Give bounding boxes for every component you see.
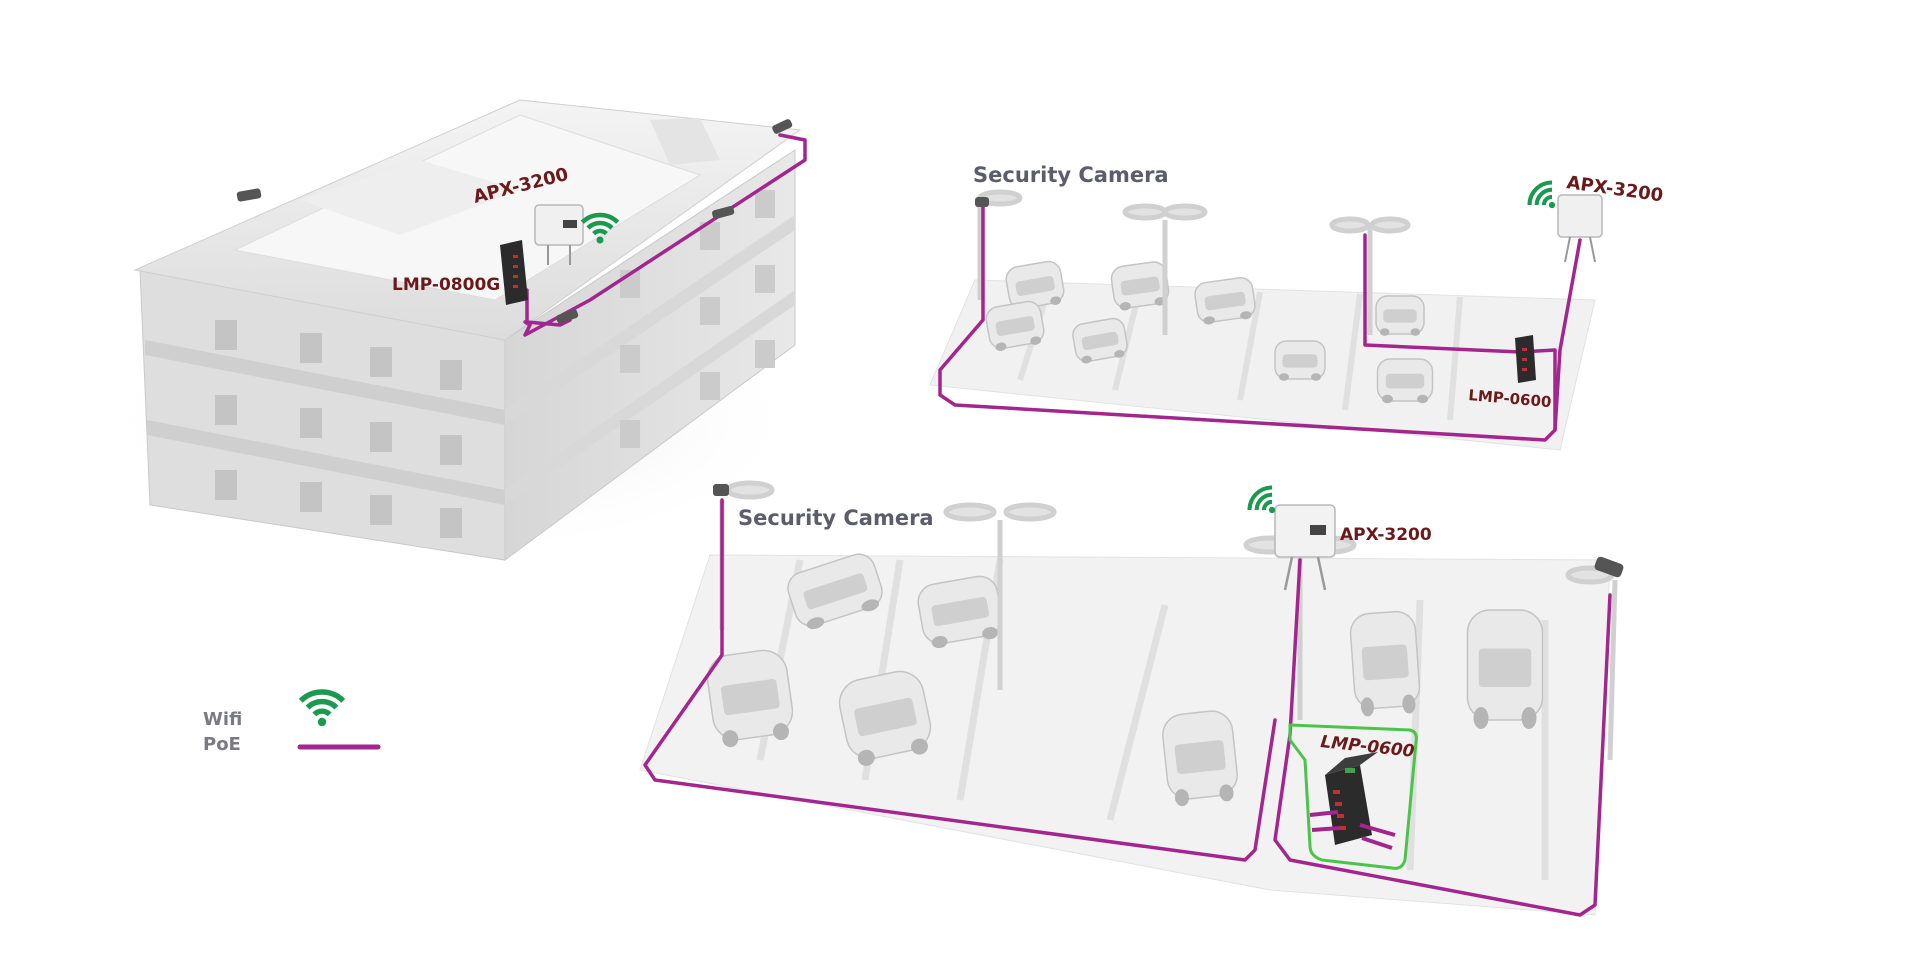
poe-cable-building-drop [525,288,572,327]
car-icon [1274,340,1326,381]
wifi-icon [298,689,346,727]
car-icon [1376,358,1434,404]
building [90,99,810,561]
legend: Wifi PoE [203,709,381,755]
car-icon [1466,609,1544,729]
poe-cable-top-lot-2 [1363,233,1522,354]
poe-cable-top-lot-ap [1553,238,1582,432]
poe-cable-bottom-left [643,498,1277,862]
legend-wifi-label: Wifi [203,709,242,730]
car-icon [1349,610,1421,717]
wifi-icon [580,212,620,244]
bottom-lot-camera-label: Security Camera [738,506,934,530]
wifi-icon [1247,485,1276,514]
poe-cable-building [523,133,807,337]
car-icon [1162,710,1238,807]
car-icon [787,553,883,630]
wifi-icon [1527,180,1556,209]
car-icon [1005,260,1065,312]
top-lot-camera-label: Security Camera [973,163,1169,187]
car-icon [1072,317,1128,364]
legend-poe-label: PoE [203,734,241,755]
building-switch-label: LMP-0800G [392,275,500,295]
poe-cable-top-lot [938,203,1557,442]
car-icon [838,670,932,766]
car-icon [917,575,1003,649]
car-icon [706,649,794,748]
car-icon [1194,276,1256,325]
car-icon [1375,295,1425,336]
access-point-icon [534,194,1603,591]
bottom-lot-ap-label: APX-3200 [1340,525,1432,545]
switch-highlight-box [1288,723,1418,870]
security-camera-icon [236,119,1624,578]
poe-switch-icon [500,240,1536,850]
car-icon [1110,261,1170,311]
car-icon [985,300,1045,352]
